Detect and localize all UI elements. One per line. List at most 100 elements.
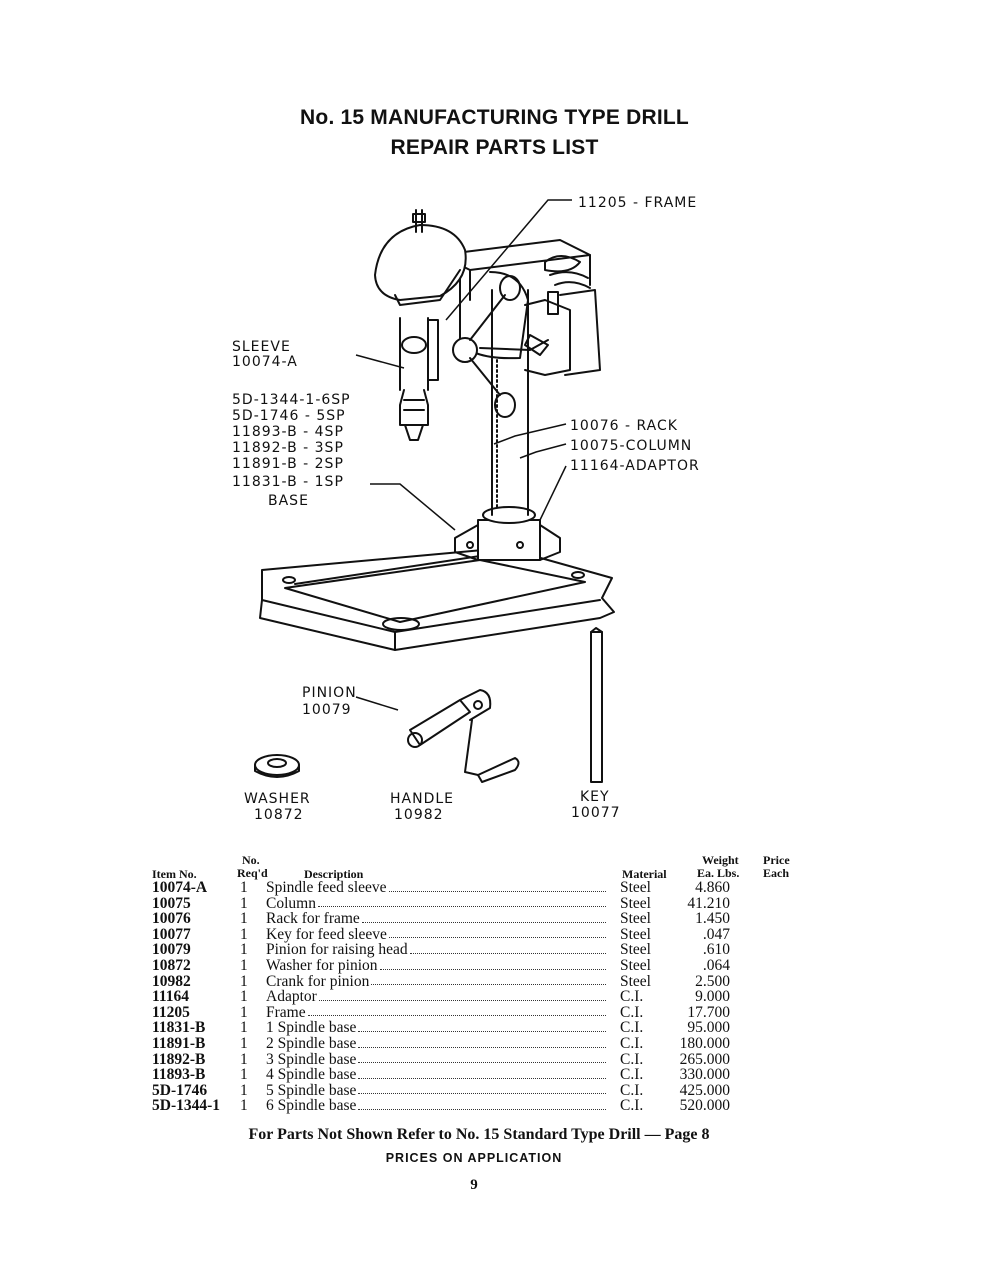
label-pinion-name: PINION	[302, 685, 357, 701]
dot-leader	[388, 937, 606, 939]
item-number-cell: 10075	[152, 894, 191, 912]
description-cell: Crank for pinion	[266, 973, 620, 990]
label-base-1: 5D-1344-1-6SP	[232, 392, 351, 408]
weight-cell: 17.700	[687, 1003, 730, 1021]
weight-cell: .610	[702, 941, 730, 959]
dot-leader	[371, 984, 606, 986]
item-number-cell: 5D-1344-1	[152, 1097, 221, 1115]
label-key-no: 10077	[571, 805, 621, 821]
item-number-cell: 10074-A	[152, 879, 208, 896]
material-cell: C.I.	[620, 1003, 644, 1021]
description-cell: Adaptor	[266, 989, 620, 1005]
dot-leader	[358, 1030, 606, 1032]
item-number-cell: 11831-B	[152, 1019, 206, 1037]
quantity-cell: 1	[240, 910, 248, 928]
dot-leader	[358, 1062, 606, 1064]
dot-leader	[409, 952, 606, 954]
label-sleeve-no: 10074-A	[232, 354, 298, 370]
weight-cell: 265.000	[679, 1050, 730, 1068]
description-text: 5 Spindle base	[266, 1081, 357, 1099]
material-cell: C.I.	[620, 1050, 644, 1068]
description-cell: 3 Spindle base	[266, 1050, 620, 1068]
description-cell: Key for feed sleeve	[266, 927, 620, 943]
spindle-chuck-illustration	[399, 317, 439, 441]
item-number-cell: 10982	[152, 972, 191, 990]
washer-illustration	[254, 754, 300, 778]
base-illustration	[259, 547, 615, 651]
item-number-cell: 11205	[152, 1003, 190, 1021]
weight-cell: 1.450	[695, 910, 730, 928]
quantity-cell: 1	[240, 1019, 248, 1037]
item-number-cell: 11164	[152, 988, 190, 1006]
dot-leader	[318, 999, 606, 1001]
material-cell: Steel	[620, 925, 651, 943]
dot-leader	[358, 1108, 606, 1110]
item-number-cell: 10077	[152, 925, 191, 943]
header-material: Material	[622, 867, 667, 881]
description-text: 3 Spindle base	[266, 1050, 357, 1068]
description-cell: Spindle feed sleeve	[266, 880, 620, 896]
material-cell: Steel	[620, 879, 651, 896]
quantity-cell: 1	[240, 879, 248, 896]
dot-leader	[307, 1015, 606, 1017]
quantity-cell: 1	[240, 1081, 248, 1099]
label-base-name: BASE	[268, 493, 309, 509]
material-cell: Steel	[620, 941, 651, 959]
table-row: 11893-B 1 4 Spindle base C.I. 330.000	[152, 1067, 730, 1083]
prices-note: PRICES ON APPLICATION	[385, 1151, 563, 1165]
label-sleeve-name: SLEEVE	[232, 339, 291, 355]
material-cell: C.I.	[620, 988, 644, 1006]
quantity-cell: 1	[240, 1097, 248, 1115]
weight-cell: 9.000	[695, 988, 730, 1006]
description-cell: Frame	[266, 1005, 620, 1021]
label-base-2: 5D-1746 - 5SP	[232, 408, 346, 424]
weight-cell: .047	[702, 925, 730, 943]
description-cell: 5 Spindle base	[266, 1083, 620, 1099]
description-cell: Washer for pinion	[266, 958, 620, 974]
material-cell: Steel	[620, 956, 651, 974]
label-column: 10075-COLUMN	[570, 438, 692, 454]
weight-cell: 425.000	[679, 1081, 730, 1099]
label-base-6: 11831-B - 1SP	[232, 474, 344, 490]
item-number-cell: 11893-B	[152, 1066, 206, 1084]
key-illustration	[590, 627, 603, 783]
description-cell: 4 Spindle base	[266, 1067, 620, 1083]
material-cell: C.I.	[620, 1066, 644, 1084]
material-cell: C.I.	[620, 1034, 644, 1052]
page-subtitle: REPAIR PARTS LIST	[390, 136, 599, 159]
description-text: Key for feed sleeve	[266, 925, 387, 943]
label-base-4: 11892-B - 3SP	[232, 440, 344, 456]
description-text: Rack for frame	[266, 910, 360, 928]
item-number-cell: 11891-B	[152, 1034, 206, 1052]
header-item-no: Item No.	[152, 867, 197, 881]
description-cell: 6 Spindle base	[266, 1098, 620, 1114]
label-handle-no: 10982	[394, 807, 444, 823]
item-number-cell: 10872	[152, 956, 191, 974]
header-description: Description	[304, 867, 364, 881]
quantity-cell: 1	[240, 894, 248, 912]
weight-cell: 330.000	[679, 1066, 730, 1084]
dot-leader	[388, 890, 606, 892]
quantity-cell: 1	[240, 988, 248, 1006]
weight-cell: 4.860	[695, 879, 730, 896]
label-washer-no: 10872	[254, 807, 304, 823]
dot-leader	[317, 906, 606, 908]
label-rack: 10076 - RACK	[570, 418, 678, 434]
quantity-cell: 1	[240, 1066, 248, 1084]
description-text: Column	[266, 894, 316, 912]
weight-cell: 95.000	[687, 1019, 730, 1037]
description-cell: 1 Spindle base	[266, 1020, 620, 1036]
header-no: No.	[242, 853, 260, 867]
description-text: Frame	[266, 1003, 306, 1021]
description-text: 4 Spindle base	[266, 1066, 357, 1084]
dot-leader	[358, 1093, 606, 1095]
